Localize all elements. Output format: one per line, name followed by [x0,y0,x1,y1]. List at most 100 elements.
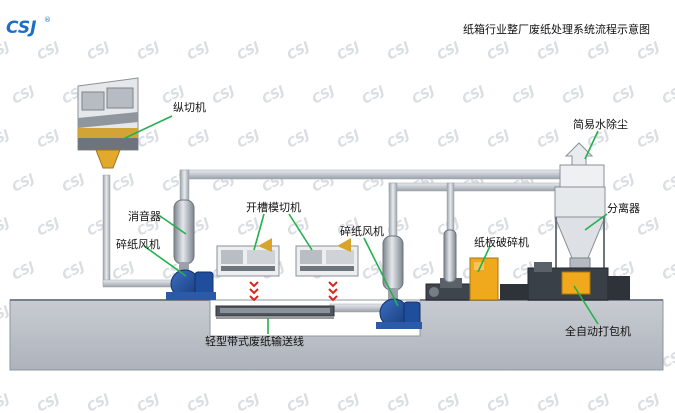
watermark-text: CSJ [610,171,638,195]
watermark-text: CSJ [135,391,163,413]
watermark-text: CSJ [235,127,263,151]
slotter-machine-2 [295,238,359,277]
leader-slitter [122,115,173,140]
watermark-text: CSJ [635,391,663,413]
watermark-text: CSJ [0,391,13,413]
leader-baler [573,285,599,325]
watermark-text: CSJ [235,391,263,413]
label-slitter: 纵切机 [173,100,206,114]
watermark-text: CSJ [635,39,663,63]
watermark-text: CSJ [360,83,388,107]
watermark-text: CSJ [485,391,513,413]
watermark-text: CSJ [385,127,413,151]
diagram-title: 纸箱行业整厂废纸处理系统流程示意图 [463,22,650,36]
fan-left [166,269,216,300]
watermark-text: CSJ [660,259,675,283]
brand-logo: CSJ ® [6,16,51,38]
watermark-text: CSJ [0,215,13,239]
watermark-text: CSJ [535,391,563,413]
watermark-text: CSJ [660,83,675,107]
watermark-text: CSJ [135,39,163,63]
watermark-text: CSJ [285,391,313,413]
watermark-text: CSJ [635,127,663,151]
fan-right [376,298,422,329]
watermark-text: CSJ [435,391,463,413]
watermark-text: CSJ [285,215,313,239]
watermark-text: CSJ [185,127,213,151]
watermark-text: CSJ [35,39,63,63]
watermark-text: CSJ [310,83,338,107]
baler-machine [500,262,630,301]
watermark-text: CSJ [60,259,88,283]
registered-mark: ® [44,16,51,24]
watermark-text: CSJ [560,83,588,107]
watermark-text: CSJ [285,39,313,63]
label-conveyor: 轻型带式废纸输送线 [205,334,304,348]
watermark-text: CSJ [585,391,613,413]
watermark-text: CSJ [60,171,88,195]
watermark-text: CSJ [410,83,438,107]
leader-lines [122,115,608,334]
watermark-text: CSJ [335,39,363,63]
watermark-text: CSJ [385,39,413,63]
slitter-machine [77,77,139,169]
watermark-text: CSJ [335,391,363,413]
logo-text: CSJ [6,18,36,38]
watermark-text: CSJ [185,39,213,63]
label-separator: 分离器 [607,201,640,215]
watermark-text: CSJ [35,215,63,239]
leader-slotter-2 [288,213,313,251]
watermark-text: CSJ [110,171,138,195]
watermark-text: CSJ [660,171,675,195]
watermark-text: CSJ [485,127,513,151]
watermark-text: CSJ [10,171,38,195]
watermark-text: CSJ [385,391,413,413]
watermark-text: CSJ [435,39,463,63]
watermark-text: CSJ [285,127,313,151]
leader-fan-right [363,237,399,307]
label-baler: 全自动打包机 [565,324,631,338]
watermark-text: CSJ [510,83,538,107]
leader-separator [584,213,608,231]
watermark-text: CSJ [260,83,288,107]
label-slotter: 开槽模切机 [246,200,301,214]
watermark-text: CSJ [410,259,438,283]
label-silencer: 消音器 [128,209,161,223]
slotter-machine-1 [216,238,280,277]
watermark-text: CSJ [535,127,563,151]
watermark-text: CSJ [85,391,113,413]
watermark-text: CSJ [485,39,513,63]
leader-dust [584,130,599,160]
watermark-text: CSJ [35,127,63,151]
watermark-text: CSJ [185,391,213,413]
leader-shredder [477,245,491,273]
watermark-text: CSJ [35,391,63,413]
watermark-text: CSJ [535,39,563,63]
leader-silencer [159,215,187,235]
board-shredder [425,229,499,301]
watermark-text: CSJ [610,83,638,107]
leader-slotter-1 [253,213,265,251]
watermark-text: CSJ [0,127,13,151]
silencer-right [382,235,404,300]
belt-conveyor [215,305,335,319]
watermark-text: CSJ [0,39,13,63]
leader-fan-left [143,245,187,277]
watermark-text: CSJ [460,83,488,107]
label-dust-remover: 简易水除尘 [573,117,628,131]
label-fan-left: 碎纸风机 [116,237,160,251]
drop-arrows [249,281,338,302]
label-shredder: 纸板破碎机 [474,235,529,249]
label-fan-right: 碎纸风机 [340,224,384,238]
watermark-text: CSJ [235,39,263,63]
watermark-text: CSJ [85,39,113,63]
watermark-text: CSJ [10,259,38,283]
watermark-text: CSJ [335,127,363,151]
watermark-text: CSJ [585,39,613,63]
watermark-text: CSJ [210,83,238,107]
watermark-text: CSJ [435,127,463,151]
watermark-text: CSJ [635,215,663,239]
watermark-text: CSJ [10,83,38,107]
